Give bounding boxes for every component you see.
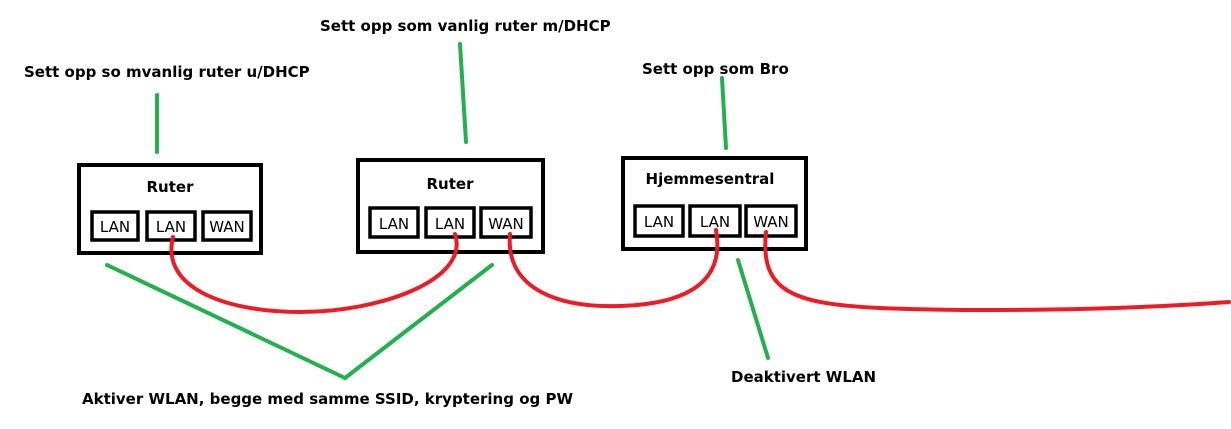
- wlan-line-left: [105, 263, 347, 380]
- cable-router1-lan-to-router2-lan: [169, 232, 459, 315]
- central-annotation-line: [720, 76, 728, 150]
- router2-setup-label: Sett opp som vanlig ruter m/DHCP: [320, 17, 611, 35]
- deactivated-wlan-label: Deaktivert WLAN: [731, 368, 876, 386]
- central-setup-label: Sett opp som Bro: [642, 60, 789, 78]
- router-1-port-wan-label: WAN: [209, 218, 245, 236]
- home-central-port-wan: [744, 204, 798, 238]
- router-2-port-lan-2: [424, 206, 476, 239]
- home-central-port-lan-1: [633, 204, 685, 238]
- wlan-line-right: [343, 263, 494, 380]
- router-1-port-lan-1-label: LAN: [100, 218, 130, 236]
- home-central-port-lan-1-label: LAN: [644, 213, 674, 231]
- cable-central-wan-uplink: [763, 230, 1231, 312]
- router-2-port-lan-1-label: LAN: [379, 215, 409, 233]
- cable-router2-wan-to-central-lan: [507, 228, 720, 309]
- wlan-note-label: Aktiver WLAN, begge med samme SSID, kryp…: [82, 390, 573, 408]
- router-2-title: Ruter: [427, 175, 475, 193]
- router-2-port-wan-label: WAN: [488, 215, 524, 233]
- router-1-port-wan: [201, 210, 253, 242]
- router1-setup-label: Sett opp so mvanlig ruter u/DHCP: [24, 63, 310, 81]
- router-2-port-lan-2-label: LAN: [435, 215, 465, 233]
- deactivated-wlan-line: [736, 258, 770, 360]
- home-central: Hjemmesentral LAN LAN WAN: [621, 156, 808, 251]
- router-1-port-lan-2-label: LAN: [156, 218, 186, 236]
- router-2-port-wan: [479, 206, 533, 239]
- router-2: Ruter LAN LAN WAN: [356, 158, 545, 254]
- router-1-title: Ruter: [147, 178, 195, 196]
- router-1-port-lan-1: [90, 210, 140, 242]
- router-1: Ruter LAN LAN WAN: [77, 163, 263, 255]
- home-central-title: Hjemmesentral: [646, 170, 775, 188]
- router2-annotation-line: [458, 42, 468, 144]
- home-central-port-lan-2-label: LAN: [700, 213, 730, 231]
- router-2-port-lan-1: [368, 206, 420, 239]
- home-central-port-wan-label: WAN: [753, 213, 789, 231]
